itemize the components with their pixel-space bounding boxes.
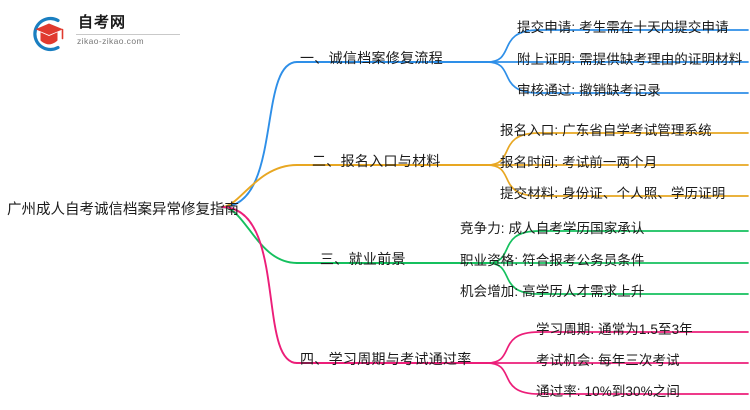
mindmap-leaf-label-3-2: 职业资格: 符合报考公务员条件 [460, 253, 645, 268]
mindmap-leaf-label-1-1: 提交申请: 考生需在十天内提交申请 [517, 20, 729, 35]
mindmap-leaf-label-2-1: 报名入口: 广东省自学考试管理系统 [500, 123, 712, 138]
mindmap-branch-label-1: 一、诚信档案修复流程 [300, 50, 443, 66]
mindmap-root-label: 广州成人自考诚信档案异常修复指南 [7, 202, 239, 218]
site-logo: 自考网 zikao-zikao.com [28, 12, 188, 56]
logo-title: 自考网 [78, 14, 127, 31]
mindmap-leaf-label-3-1: 竞争力: 成人自考学历国家承认 [460, 221, 645, 236]
mindmap-leaf-label-4-1: 学习周期: 通常为1.5至3年 [536, 322, 693, 337]
mindmap-connector [221, 61, 298, 208]
logo-divider [76, 34, 180, 35]
mindmap-leaf-label-4-2: 考试机会: 每年三次考试 [536, 353, 680, 368]
mindmap-leaf-label-4-3: 通过率: 10%到30%之间 [536, 384, 680, 399]
mindmap-connector [221, 206, 298, 364]
mindmap-branch-label-3: 三、就业前景 [320, 251, 406, 267]
mindmap-leaf-label-2-3: 提交材料: 身份证、个人照、学历证明 [500, 186, 726, 201]
mindmap-leaf-label-1-2: 附上证明: 需提供缺考理由的证明材料 [517, 52, 743, 67]
mindmap-leaf-label-1-3: 审核通过: 撤销缺考记录 [517, 83, 661, 98]
mindmap-branch-label-4: 四、学习周期与考试通过率 [300, 351, 472, 367]
mindmap-branch-label-2: 二、报名入口与材料 [312, 153, 441, 169]
logo-subtitle: zikao-zikao.com [77, 36, 144, 46]
zikao-logo-icon [33, 16, 64, 52]
mindmap-leaf-label-2-2: 报名时间: 考试前一两个月 [500, 155, 658, 170]
logo-text-block: 自考网 zikao-zikao.com [76, 14, 186, 47]
mindmap-leaf-label-3-3: 机会增加: 高学历人才需求上升 [460, 284, 645, 299]
